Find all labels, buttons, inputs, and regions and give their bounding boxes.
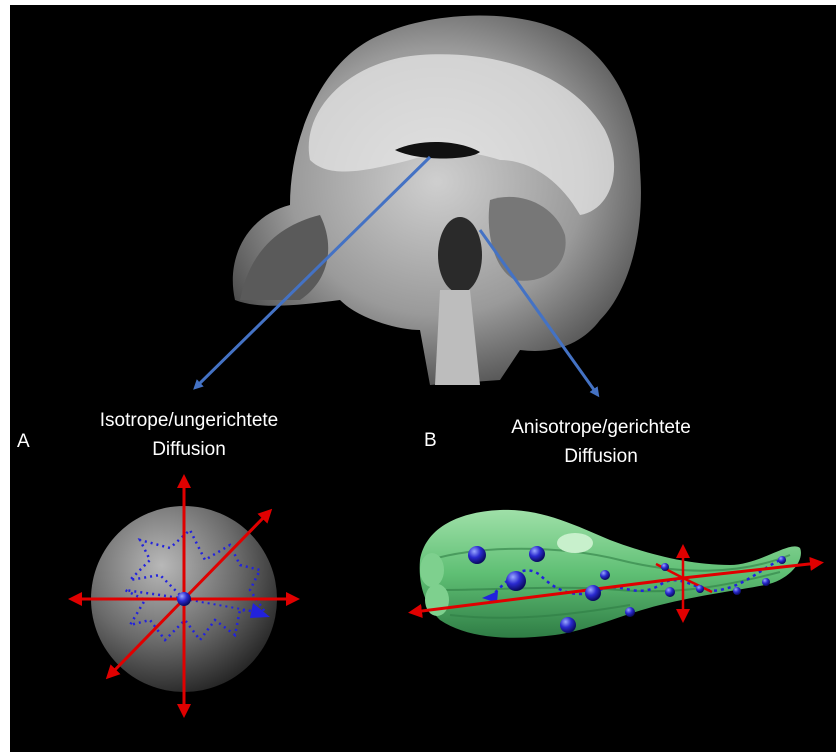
panel-a-letter: A <box>17 429 30 455</box>
panel-a-title-line1: Isotrope/ungerichtete <box>100 408 279 434</box>
molecule <box>585 585 601 601</box>
water-molecule <box>177 592 191 606</box>
molecule <box>468 546 486 564</box>
anisotropic-diffusion-illustration <box>414 510 818 638</box>
panel-a-title-line2: Diffusion <box>152 437 226 463</box>
molecule <box>506 571 526 591</box>
molecule <box>625 607 635 617</box>
panel-b-title-line2: Diffusion <box>564 444 638 470</box>
molecule <box>762 578 770 586</box>
molecule <box>560 617 576 633</box>
molecule <box>733 587 741 595</box>
molecule <box>665 587 675 597</box>
panel-b-title-line1: Anisotrope/gerichtete <box>511 415 691 441</box>
isotropic-diffusion-illustration <box>74 480 294 712</box>
mri-brain-image <box>233 15 641 385</box>
molecule <box>529 546 545 562</box>
panel-b-letter: B <box>424 428 437 454</box>
molecule <box>600 570 610 580</box>
molecule <box>696 585 704 593</box>
molecule <box>778 556 786 564</box>
fiber-bundle <box>420 510 801 638</box>
molecule <box>661 563 669 571</box>
